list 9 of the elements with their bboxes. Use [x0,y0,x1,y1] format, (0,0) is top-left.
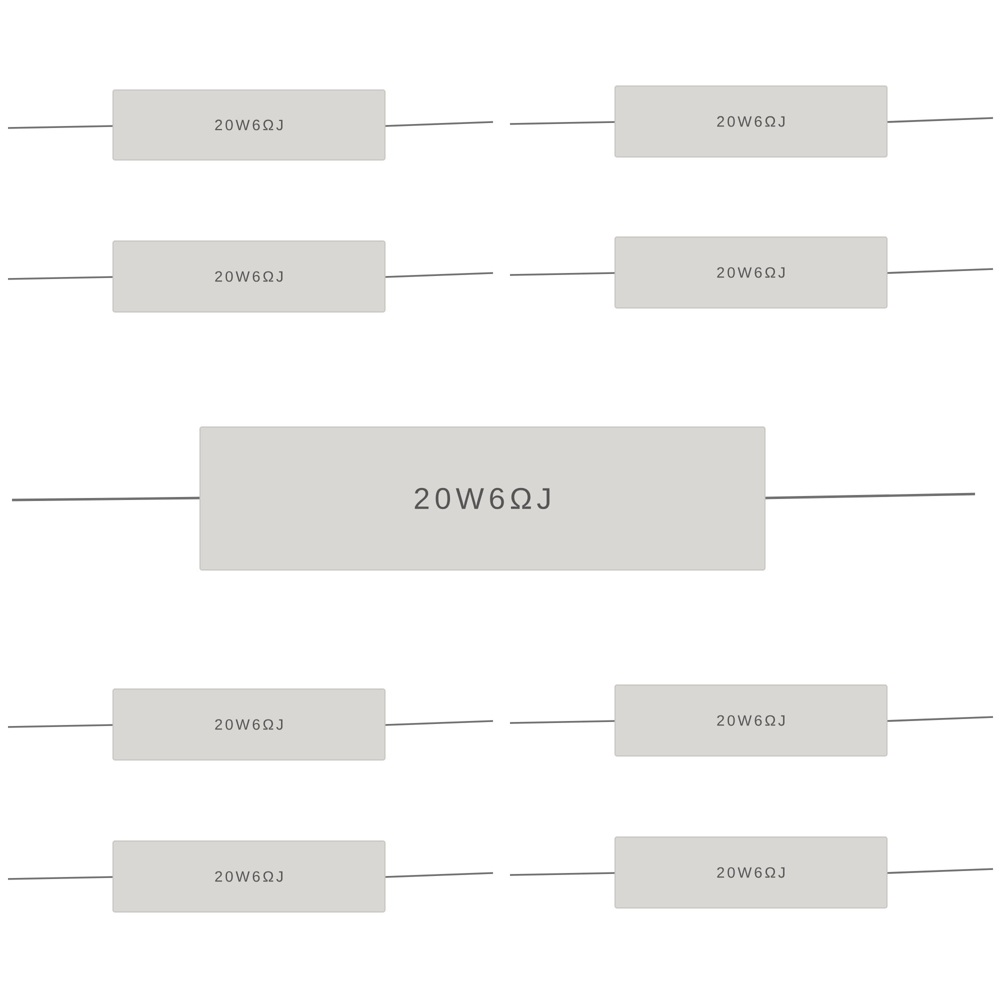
resistor-body: 20W6ΩJ [112,840,386,912]
resistor-body: 20W6ΩJ [200,426,766,570]
resistor-body: 20W6ΩJ [614,684,888,756]
resistor-body: 20W6ΩJ [614,836,888,909]
resistor-body: 20W6ΩJ [112,688,386,760]
resistor-body: 20W6ΩJ [614,236,888,308]
resistor-body: 20W6ΩJ [112,240,386,312]
resistor-body: 20W6ΩJ [614,86,888,158]
resistor-body: 20W6ΩJ [112,90,386,160]
